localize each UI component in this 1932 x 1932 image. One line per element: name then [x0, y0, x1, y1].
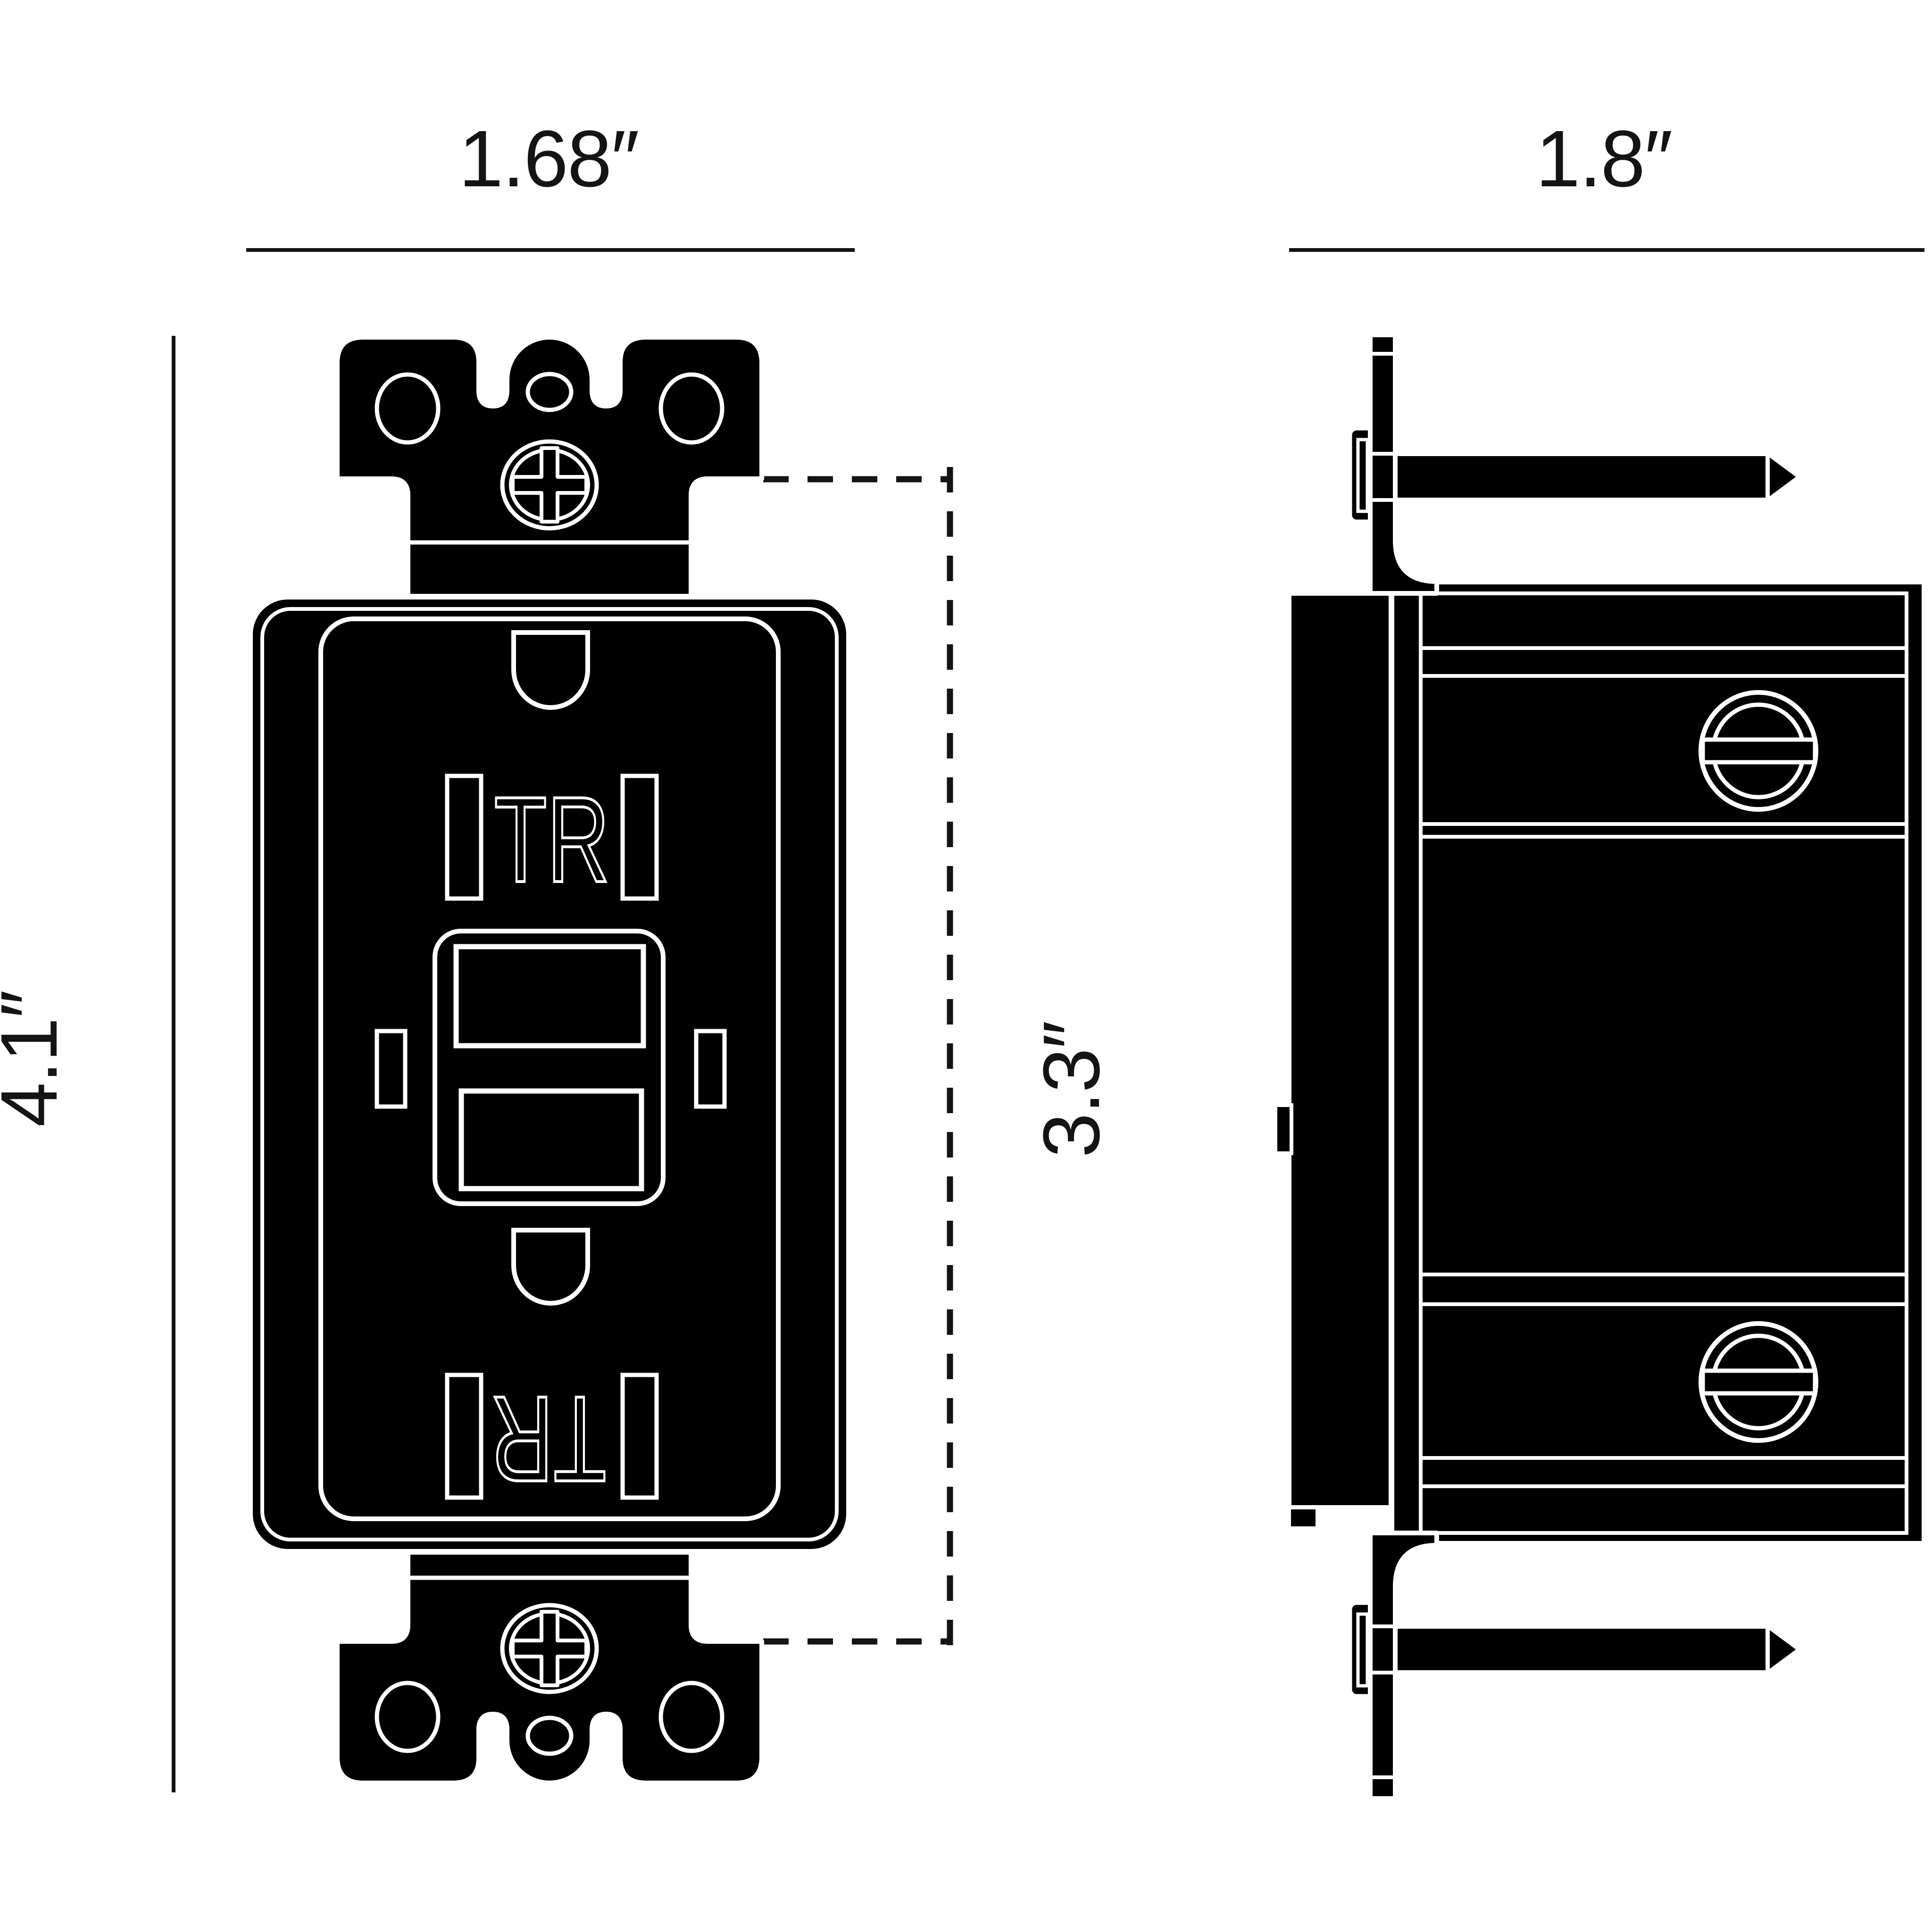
front-width-label: 1.68″: [458, 114, 638, 204]
front-test-button: [458, 1088, 644, 1191]
side-height-label: 3.3″: [1027, 1022, 1116, 1158]
front-lower-left-prong-slot: [445, 1373, 483, 1500]
front-lower-ground-slot: [511, 1228, 590, 1306]
front-upper-left-prong-slot: [445, 774, 483, 901]
front-height-label: 4.1″: [0, 991, 74, 1127]
dimension-annotations: 1.68″ 1.8″ 4.1″ 3.3″: [0, 114, 1924, 1792]
screw-shaft: [1393, 451, 1770, 502]
phillips-cross-icon: [511, 1610, 588, 1687]
side-front-flange: [1287, 591, 1394, 1510]
side-view: [1274, 333, 1927, 1801]
screw-tip: [1766, 1624, 1801, 1674]
screw-tip: [1766, 452, 1801, 502]
front-top-left-mounting-hole: [375, 372, 441, 445]
screw-head-inner-line: [1356, 1612, 1369, 1688]
front-faceplate-outline: [318, 616, 781, 1521]
front-left-side-notch: [375, 1029, 408, 1109]
front-bottom-center-pilot-hole: [525, 1715, 574, 1756]
side-divider-strip-1: [1419, 646, 1908, 678]
front-upper-tr-marking: TR: [494, 771, 610, 908]
screw-head-inner-line: [1356, 438, 1369, 513]
side-bottom-yoke-strap: [1368, 1531, 1439, 1801]
yoke-strap-shape: [1368, 333, 1439, 596]
side-front-flange-foot: [1287, 1506, 1319, 1530]
phillips-cross-icon: [511, 446, 588, 524]
screw-shaft: [1393, 1624, 1770, 1675]
front-bottom-right-mounting-hole: [658, 1681, 724, 1753]
slotted-screw-slot: [1700, 737, 1817, 765]
front-top-right-mounting-hole: [658, 372, 724, 445]
front-bottom-phillips-screw: [500, 1603, 599, 1694]
side-top-mounting-screw: [1348, 426, 1801, 524]
side-bottom-mounting-screw: [1348, 1600, 1801, 1699]
front-body-inner-line: [260, 607, 839, 1541]
side-width-label: 1.8″: [1536, 114, 1672, 204]
slotted-screw-slot: [1700, 1368, 1817, 1396]
side-divider-strip-3: [1419, 1273, 1908, 1306]
front-reset-button: [453, 944, 646, 1049]
side-grounding-clip: [1274, 1103, 1293, 1155]
front-view: TR TR: [247, 335, 852, 1785]
front-right-side-notch: [694, 1029, 727, 1109]
side-divider-strip-2: [1419, 822, 1908, 839]
front-top-phillips-screw: [500, 439, 599, 531]
front-upper-ground-slot: [511, 630, 590, 710]
front-lower-tr-marking: TR: [491, 1371, 607, 1507]
side-divider-strip-4: [1419, 1456, 1908, 1488]
side-body-inner-line: [1419, 591, 1908, 1535]
front-upper-right-prong-slot: [620, 774, 659, 901]
yoke-strap-shape: [1368, 1531, 1439, 1801]
side-body-outline: [1389, 579, 1927, 1547]
front-bottom-left-mounting-hole: [375, 1681, 441, 1753]
side-lower-terminal-screw: [1699, 1321, 1818, 1443]
side-top-yoke-strap: [1368, 333, 1439, 596]
side-upper-terminal-screw: [1699, 690, 1818, 812]
front-top-center-pilot-hole: [525, 372, 574, 412]
front-lower-right-prong-slot: [620, 1373, 659, 1500]
